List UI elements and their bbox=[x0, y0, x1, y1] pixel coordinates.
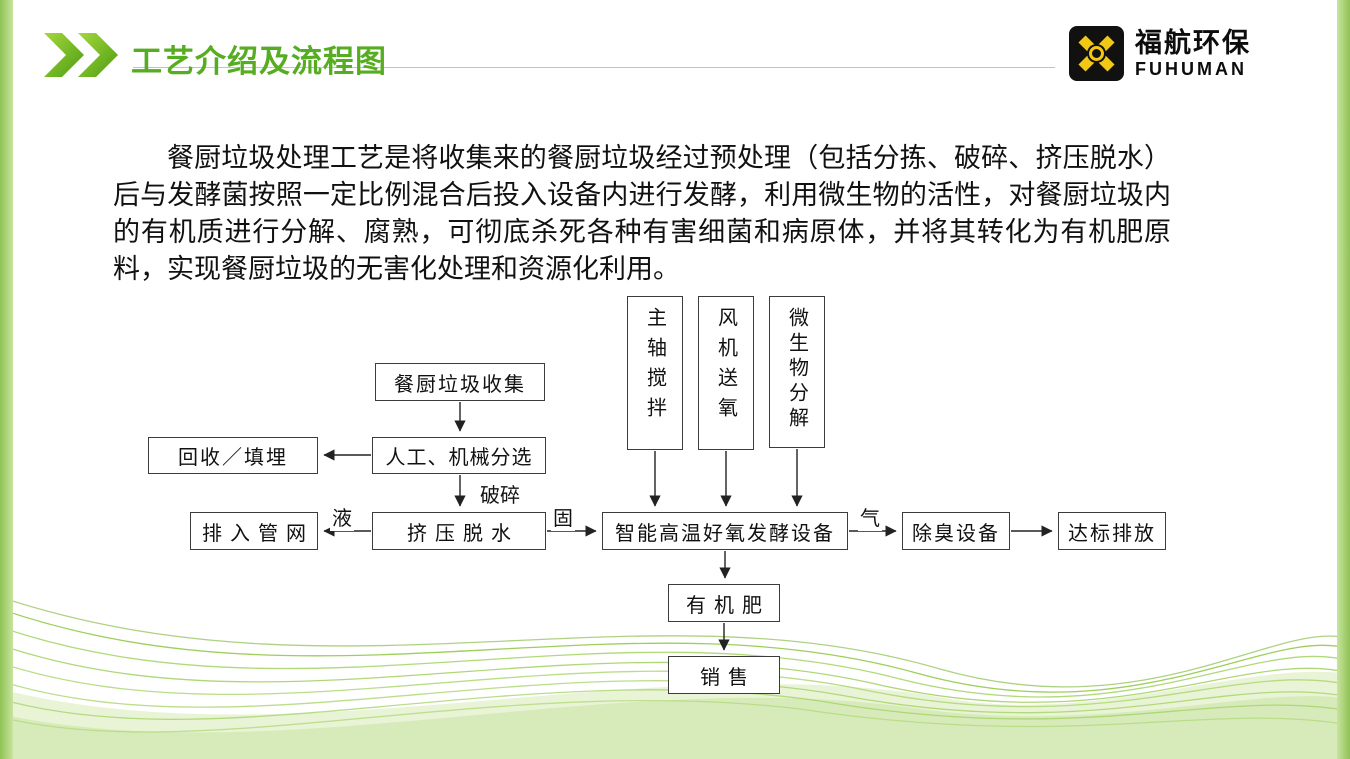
flow-node-sorting: 人工、机械分选 bbox=[372, 437, 546, 474]
left-edge-decoration bbox=[0, 0, 13, 759]
page-title: 工艺介绍及流程图 bbox=[131, 44, 387, 79]
flow-node-dewater: 挤压脱水 bbox=[372, 512, 546, 550]
logo-text: 福航环保 FUHUMAN bbox=[1135, 28, 1251, 80]
edge-label-liquid: 液 bbox=[330, 502, 354, 531]
edge-label-solid: 固 bbox=[551, 502, 575, 531]
flow-node-fermenter: 智能高温好氧发酵设备 bbox=[602, 512, 848, 550]
flow-node-deodor: 除臭设备 bbox=[902, 512, 1010, 550]
flow-node-discharge: 达标排放 bbox=[1058, 512, 1166, 550]
logo-name-cn: 福航环保 bbox=[1135, 27, 1251, 58]
flow-node-fertilizer: 有机肥 bbox=[668, 584, 780, 622]
company-logo: 福航环保 FUHUMAN bbox=[1068, 25, 1251, 82]
right-edge-decoration bbox=[1337, 0, 1350, 759]
flow-node-microbe: 微生物分解 bbox=[769, 296, 825, 448]
double-chevron-icon bbox=[44, 33, 118, 77]
intro-paragraph: 餐厨垃圾处理工艺是将收集来的餐厨垃圾经过预处理（包括分拣、破碎、挤压脱水）后与发… bbox=[113, 143, 1171, 284]
logo-icon bbox=[1069, 26, 1124, 81]
flow-node-collect: 餐厨垃圾收集 bbox=[375, 363, 545, 401]
edge-label-gas: 气 bbox=[858, 502, 882, 531]
logo-name-en: FUHUMAN bbox=[1135, 58, 1247, 79]
edge-label-crush: 破碎 bbox=[478, 479, 522, 508]
wave-decoration bbox=[0, 596, 1350, 759]
flow-node-fan: 风机送氧 bbox=[698, 296, 754, 450]
flow-node-stir: 主轴搅拌 bbox=[627, 296, 683, 450]
flow-node-recycle: 回收／填埋 bbox=[148, 437, 318, 474]
title-underline bbox=[133, 67, 1055, 68]
flow-node-pipe: 排入管网 bbox=[190, 512, 318, 550]
flow-node-sale: 销售 bbox=[668, 656, 780, 694]
